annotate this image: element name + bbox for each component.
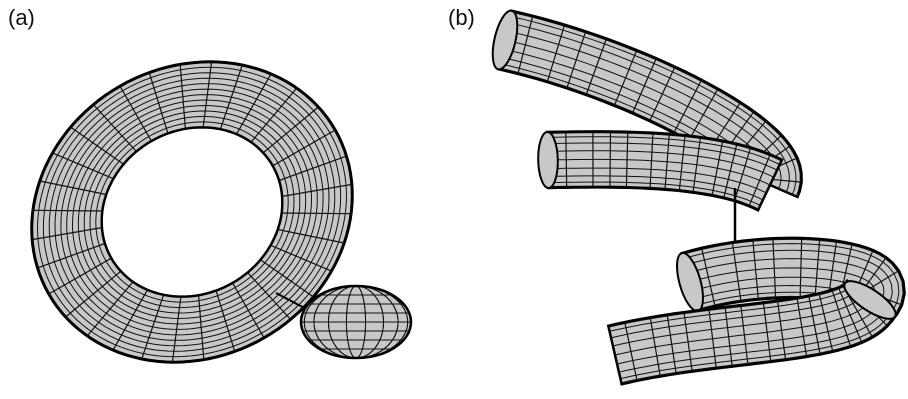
torus-meridian-line (33, 210, 102, 211)
tube-ring (610, 132, 611, 188)
panel-b (488, 8, 905, 384)
panel-a (32, 62, 411, 362)
torus-meridian-line (282, 213, 351, 214)
tube-end-cap (538, 132, 559, 188)
